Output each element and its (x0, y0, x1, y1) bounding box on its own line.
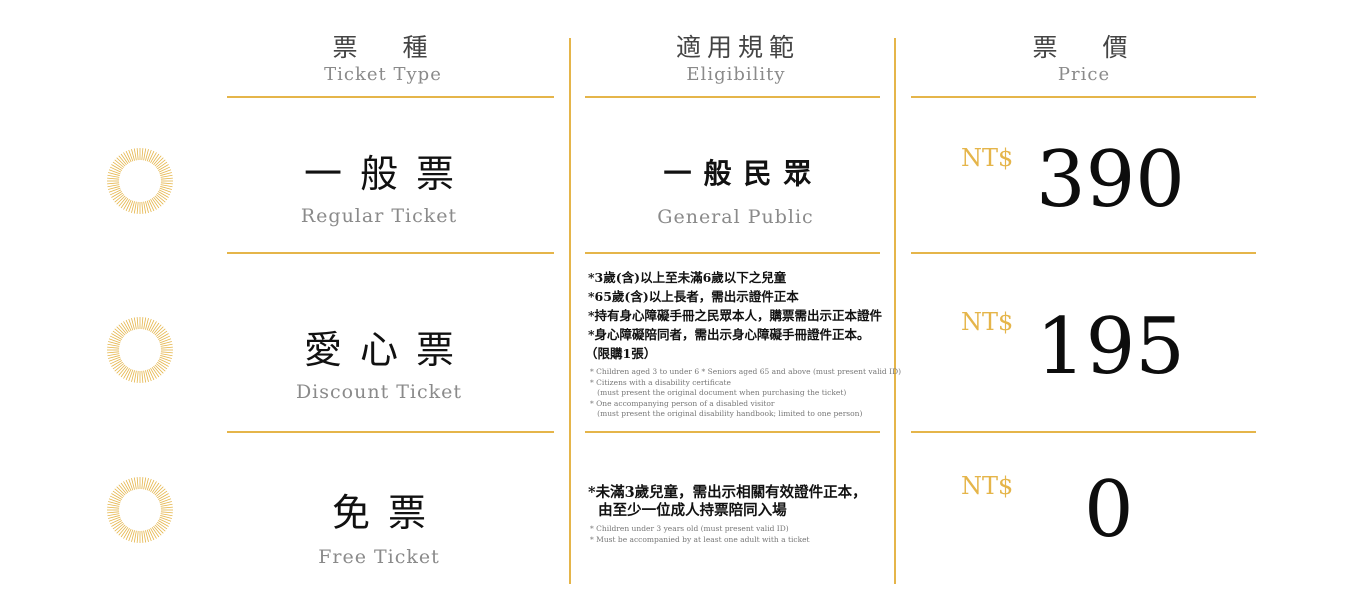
ticket-type-discount-zh: 愛心票 (303, 328, 472, 372)
divider (911, 431, 1256, 433)
eligibility-rule: *3歲(含)以上至未滿6歲以下之兒童 (588, 270, 787, 285)
currency-label: NT$ (961, 472, 1014, 500)
price-discount: 195 (1036, 302, 1185, 392)
eligibility-note: (must present the original disability ha… (590, 409, 863, 418)
eligibility-regular-zh: 一般民眾 (663, 157, 824, 190)
eligibility-regular-en: General Public (657, 206, 814, 228)
eligibility-note: * Children aged 3 to under 6 * Seniors a… (590, 367, 902, 376)
eligibility-note: * One accompanying person of a disabled … (590, 399, 775, 408)
ticket-type-free-zh: 免票 (331, 491, 444, 535)
price-regular: 390 (1036, 135, 1185, 225)
divider (227, 96, 554, 98)
divider (585, 252, 880, 254)
divider (585, 96, 880, 98)
header-eligibility-en: Eligibility (686, 64, 786, 85)
sunburst-icon (107, 148, 173, 214)
sunburst-icon (107, 317, 173, 383)
divider (585, 431, 880, 433)
eligibility-rule: 由至少一位成人持票陪同入場 (588, 502, 787, 519)
column-divider-right (894, 38, 896, 584)
sunburst-icon (107, 477, 173, 543)
price-free: 0 (1084, 465, 1134, 555)
divider (911, 252, 1256, 254)
eligibility-note: (must present the original document when… (590, 388, 847, 397)
currency-label: NT$ (961, 144, 1014, 172)
eligibility-note: * Citizens with a disability certificate (590, 378, 731, 387)
eligibility-rule: *未滿3歲兒童，需出示相關有效證件正本， (588, 484, 867, 501)
eligibility-note: * Must be accompanied by at least one ad… (590, 535, 810, 544)
column-divider-left (569, 38, 571, 584)
header-eligibility-zh: 適用規範 (675, 33, 800, 62)
ticket-type-free-en: Free Ticket (318, 546, 440, 568)
header-ticket-type-zh: 票 種 (332, 33, 438, 62)
header-ticket-type-en: Ticket Type (324, 64, 442, 85)
eligibility-rule: *持有身心障礙手冊之民眾本人，購票需出示正本證件 (588, 308, 883, 323)
eligibility-rule: （限購1張） (585, 346, 657, 361)
eligibility-rule: *身心障礙陪同者，需出示身心障礙手冊證件正本。 (588, 327, 870, 342)
ticket-type-discount-en: Discount Ticket (295, 381, 463, 403)
ticket-type-regular-en: Regular Ticket (300, 205, 458, 227)
eligibility-note: * Children under 3 years old (must prese… (590, 524, 789, 533)
header-price-zh: 票 價 (1032, 33, 1138, 62)
ticket-type-regular-zh: 一般票 (303, 152, 472, 196)
currency-label: NT$ (961, 308, 1014, 336)
divider (911, 96, 1256, 98)
divider (227, 252, 554, 254)
eligibility-rule: *65歲(含)以上長者，需出示證件正本 (588, 289, 799, 304)
divider (227, 431, 554, 433)
header-price-en: Price (1057, 64, 1111, 85)
